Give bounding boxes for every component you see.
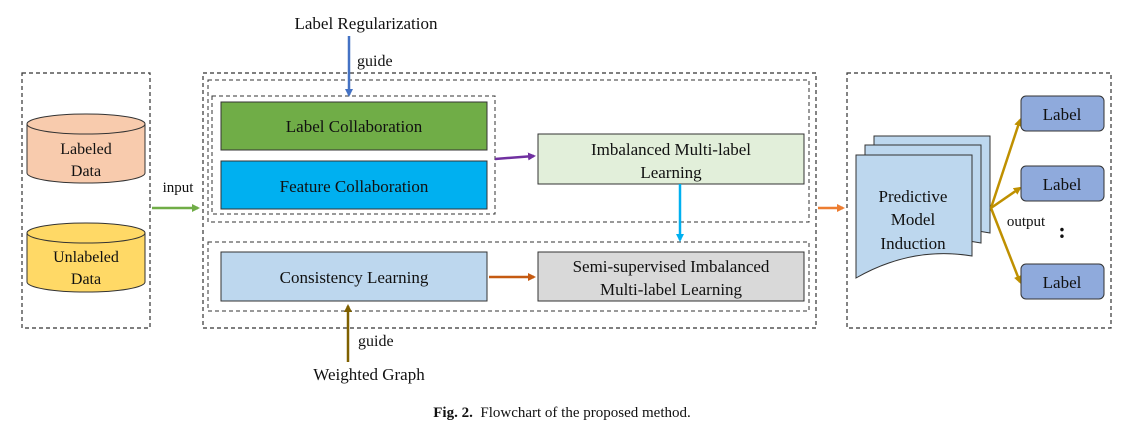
unlabeled-data-line2: Data [71, 271, 101, 288]
label-box-1-text: Label [1043, 105, 1082, 124]
labeled-data-cylinder: Labeled Data [26, 113, 146, 184]
imbalanced-learning-line1: Imbalanced Multi-label [591, 140, 751, 159]
feature-collaboration-box: Feature Collaboration [220, 160, 488, 210]
imbalanced-learning-box: Imbalanced Multi-label Learning [537, 133, 805, 185]
labeled-data-line1: Labeled [60, 141, 112, 158]
consistency-learning-box: Consistency Learning [220, 251, 488, 302]
label-ellipsis: : [1058, 218, 1065, 243]
consistency-learning-text: Consistency Learning [280, 268, 429, 287]
guide-top-label: guide [357, 53, 393, 70]
label-collaboration-text: Label Collaboration [286, 117, 423, 136]
guide-bottom-label: guide [358, 333, 394, 350]
output-arrow-1 [989, 118, 1022, 209]
output-label: output [1007, 214, 1046, 230]
lower-module-frame [207, 241, 810, 312]
label-box-2-text: Label [1043, 175, 1082, 194]
output-arrow-3 [989, 207, 1022, 284]
input-label: input [163, 180, 195, 196]
label-regularization-text: Label Regularization [294, 14, 438, 33]
label-box-3-text: Label [1043, 273, 1082, 292]
upper-module-frame [207, 79, 810, 223]
data-panel [21, 72, 151, 329]
semi-supervised-line2: Multi-label Learning [600, 280, 743, 299]
caption-prefix: Fig. 2. [433, 405, 473, 421]
figure-caption: Fig. 2. Flowchart of the proposed method… [0, 405, 1124, 422]
imbalanced-learning-line2: Learning [640, 163, 702, 182]
caption-text: Flowchart of the proposed method. [480, 405, 691, 421]
label-box-1: Label [1020, 95, 1105, 132]
collaboration-to-imbalanced-arrow [494, 152, 536, 161]
predictive-model-line2: Model [891, 210, 936, 229]
output-arrow-2 [990, 186, 1022, 210]
weighted-graph-text: Weighted Graph [313, 365, 425, 384]
semi-supervised-box: Semi-supervised Imbalanced Multi-label L… [537, 251, 805, 302]
collaboration-frame [211, 95, 496, 215]
unlabeled-data-cylinder: Unlabeled Data [26, 222, 146, 293]
label-collaboration-box: Label Collaboration [220, 101, 488, 151]
predictive-model-line1: Predictive [879, 187, 948, 206]
unlabeled-data-line1: Unlabeled [53, 249, 119, 266]
label-box-3: Label [1020, 263, 1105, 300]
label-box-2: Label [1020, 165, 1105, 202]
output-panel [846, 72, 1112, 329]
feature-collaboration-text: Feature Collaboration [280, 177, 429, 196]
labeled-data-line2: Data [71, 163, 101, 180]
predictive-model-document-stack: Predictive Model Induction [855, 135, 991, 279]
predictive-model-line3: Induction [880, 234, 946, 253]
semi-supervised-line1: Semi-supervised Imbalanced [573, 257, 770, 276]
